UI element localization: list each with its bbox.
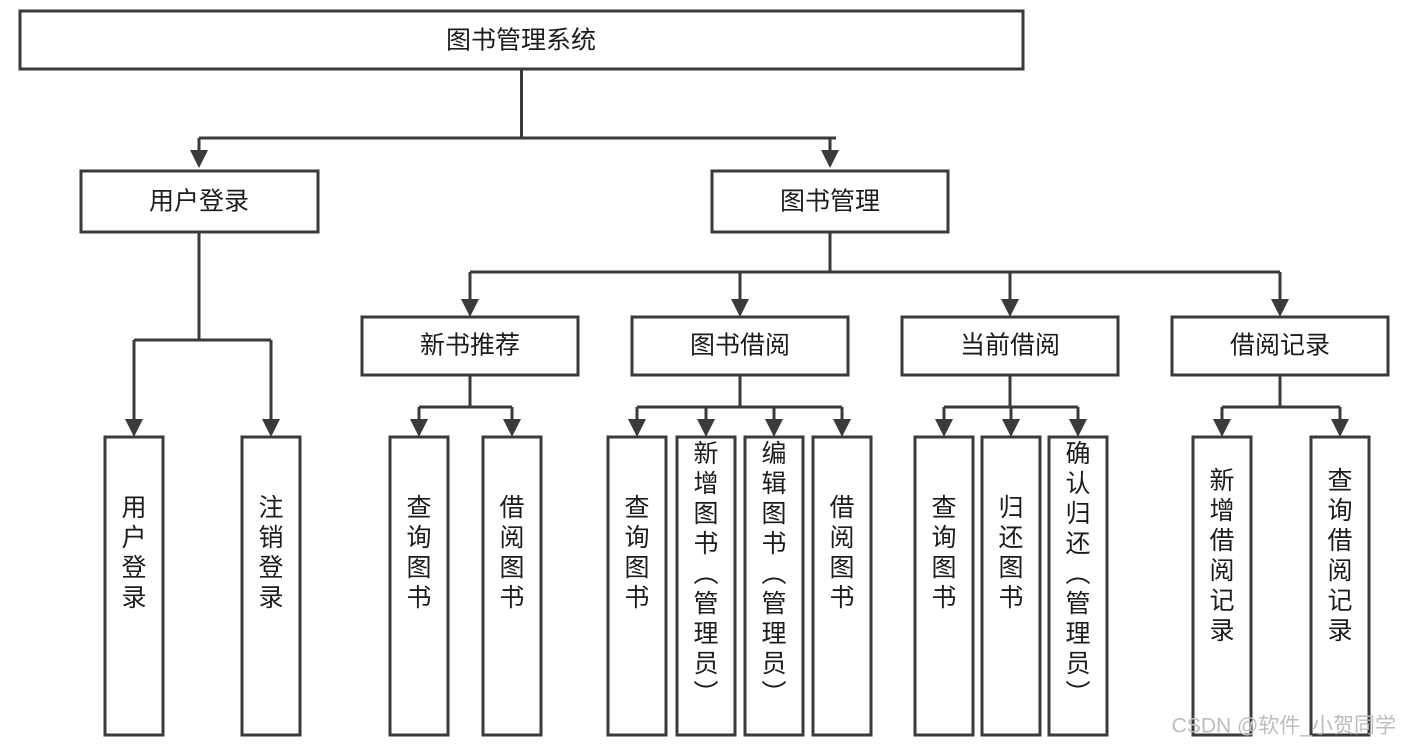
leaf-book-borrow-1-label: 新增图书︵管理员︶ xyxy=(693,440,718,708)
node-root[interactable]: 图书管理系统 xyxy=(18,9,1025,71)
leaf-book-borrow-2[interactable]: 编辑图书︵管理员︶ xyxy=(743,435,805,737)
leaf-borrow-record-0-box[interactable] xyxy=(1191,435,1253,737)
arrow-book-borrow-leaf-1-icon xyxy=(628,419,646,437)
leaf-user-login-0-box[interactable] xyxy=(103,435,165,737)
arrow-current-borrow-leaf-1-icon xyxy=(935,419,953,437)
node-root-label: 图书管理系统 xyxy=(446,27,596,55)
leaf-borrow-record-1[interactable]: 查询借阅记录 xyxy=(1309,435,1371,737)
leaf-borrow-record-1-label: 查询借阅记录 xyxy=(1327,467,1352,645)
watermark-label: CSDN @软件_小贺同学 xyxy=(1172,715,1396,738)
leaf-borrow-record-1-box[interactable] xyxy=(1309,435,1371,737)
arrow-book-borrow-leaf-3-icon xyxy=(765,419,783,437)
leaf-book-borrow-1-box[interactable] xyxy=(675,435,737,737)
connector-layer xyxy=(125,69,1349,437)
arrow-book-borrow-leaf-4-icon xyxy=(833,419,851,437)
arrow-current-borrow-leaf-3-icon xyxy=(1069,419,1087,437)
leaf-book-borrow-1[interactable]: 新增图书︵管理员︶ xyxy=(675,435,737,737)
leaf-current-borrow-0-label: 查询图书 xyxy=(931,494,956,612)
node-book-management-box[interactable] xyxy=(710,169,950,234)
node-book-management[interactable]: 图书管理 xyxy=(710,169,950,234)
leaf-new-book-1-label: 借阅图书 xyxy=(499,494,524,612)
arrow-book-borrow-leaf-2-icon xyxy=(697,419,715,437)
leaf-new-book-0-label: 查询图书 xyxy=(406,494,431,612)
leaf-book-borrow-3[interactable]: 借阅图书 xyxy=(811,435,873,737)
leaf-borrow-record-0[interactable]: 新增借阅记录 xyxy=(1191,435,1253,737)
leaf-current-borrow-2-box[interactable] xyxy=(1047,435,1109,737)
node-root-box[interactable] xyxy=(18,9,1025,71)
node-book-borrow[interactable]: 图书借阅 xyxy=(630,315,850,377)
node-borrow-record[interactable]: 借阅记录 xyxy=(1170,315,1390,377)
leaf-book-borrow-3-box[interactable] xyxy=(811,435,873,737)
leaf-current-borrow-1[interactable]: 归还图书 xyxy=(980,435,1042,737)
node-current-borrow-box[interactable] xyxy=(900,315,1120,377)
leaf-book-borrow-0-box[interactable] xyxy=(606,435,668,737)
leaf-borrow-record-0-label: 新增借阅记录 xyxy=(1209,467,1234,645)
leaf-current-borrow-0-box[interactable] xyxy=(913,435,975,737)
node-user-login[interactable]: 用户登录 xyxy=(79,169,320,234)
arrow-to-current-borrow-icon xyxy=(1001,299,1019,317)
leaf-new-book-1-box[interactable] xyxy=(481,435,543,737)
node-book-borrow-box[interactable] xyxy=(630,315,850,377)
arrow-to-book-borrow-icon xyxy=(731,299,749,317)
arrow-to-book-mgmt-icon xyxy=(821,150,839,168)
leaf-user-login-0[interactable]: 用户登录 xyxy=(103,435,165,737)
node-current-borrow[interactable]: 当前借阅 xyxy=(900,315,1120,377)
arrow-current-borrow-leaf-2-icon xyxy=(1002,419,1020,437)
leaf-book-borrow-0-label: 查询图书 xyxy=(624,494,649,612)
node-new-book-recommend-box[interactable] xyxy=(360,315,580,377)
node-current-borrow-label: 当前借阅 xyxy=(960,332,1060,360)
leaf-current-borrow-2[interactable]: 确认归还︵管理员︶ xyxy=(1047,435,1109,737)
leaf-book-borrow-2-label: 编辑图书︵管理员︶ xyxy=(761,440,786,708)
arrow-to-borrow-record-icon xyxy=(1271,299,1289,317)
node-borrow-record-box[interactable] xyxy=(1170,315,1390,377)
arrow-new-book-leaf-1-icon xyxy=(410,419,428,437)
arrow-to-user-login-icon xyxy=(190,150,208,168)
arrow-new-book-leaf-2-icon xyxy=(503,419,521,437)
node-new-book-recommend[interactable]: 新书推荐 xyxy=(360,315,580,377)
node-book-borrow-label: 图书借阅 xyxy=(690,332,790,360)
arrow-borrow-record-leaf-1-icon xyxy=(1213,419,1231,437)
node-new-book-recommend-label: 新书推荐 xyxy=(420,332,520,360)
leaf-current-borrow-0[interactable]: 查询图书 xyxy=(913,435,975,737)
leaf-book-borrow-2-box[interactable] xyxy=(743,435,805,737)
leaf-new-book-0[interactable]: 查询图书 xyxy=(388,435,450,737)
leaf-book-borrow-3-label: 借阅图书 xyxy=(829,494,854,612)
leaf-user-login-1-box[interactable] xyxy=(240,435,302,737)
leaf-book-borrow-0[interactable]: 查询图书 xyxy=(606,435,668,737)
arrow-user-login-leaf-1-icon xyxy=(125,419,143,437)
node-borrow-record-label: 借阅记录 xyxy=(1230,332,1330,360)
leaf-current-borrow-1-box[interactable] xyxy=(980,435,1042,737)
leaf-current-borrow-1-label: 归还图书 xyxy=(998,494,1023,612)
leaf-new-book-0-box[interactable] xyxy=(388,435,450,737)
arrow-to-new-book-icon xyxy=(461,299,479,317)
arrow-borrow-record-leaf-2-icon xyxy=(1331,419,1349,437)
leaf-new-book-1[interactable]: 借阅图书 xyxy=(481,435,543,737)
node-book-management-label: 图书管理 xyxy=(780,188,880,216)
leaf-current-borrow-2-label: 确认归还︵管理员︶ xyxy=(1065,440,1090,708)
node-user-login-label: 用户登录 xyxy=(149,188,249,216)
arrow-user-login-leaf-2-icon xyxy=(262,419,280,437)
leaf-user-login-0-label: 用户登录 xyxy=(121,494,146,612)
node-user-login-box[interactable] xyxy=(79,169,320,234)
leaf-user-login-1-label: 注销登录 xyxy=(258,494,283,612)
leaf-user-login-1[interactable]: 注销登录 xyxy=(240,435,302,737)
